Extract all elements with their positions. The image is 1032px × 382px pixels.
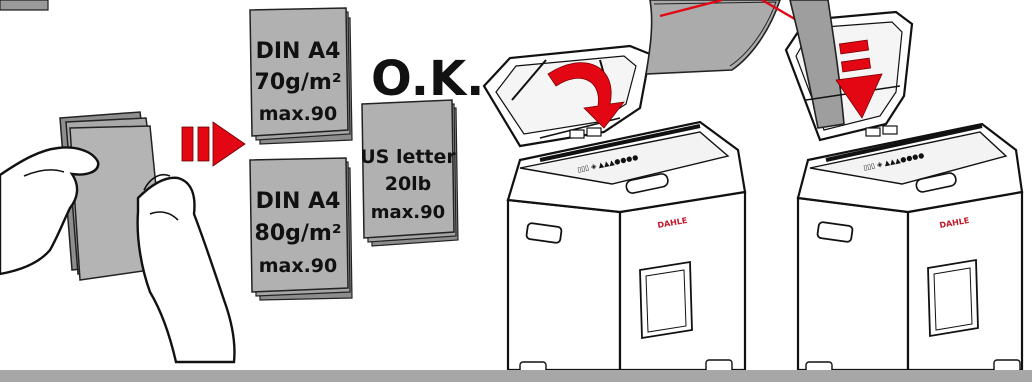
stack-1-line-1: DIN A4 [256,39,341,64]
stack-2-line-2: 80g/m² [255,221,342,246]
stack-3-line-2: 20lb [385,173,432,195]
stack-3-line-1: US letter [360,146,456,168]
feed-arrow-icon [182,122,245,166]
paper-stack-us-letter: US letter 20lb max.90 [360,100,458,246]
bottom-bar [0,370,1032,382]
stack-2-line-1: DIN A4 [256,189,341,214]
stack-2-line-3: max.90 [259,255,338,277]
falling-paper-icon [646,0,800,74]
ok-label: O.K. [371,51,484,107]
paper-stack-din-a4-80g: DIN A4 80g/m² max.90 [250,158,352,300]
stack-1-line-2: 70g/m² [255,70,342,95]
paper-stack-din-a4-70g: DIN A4 70g/m² max.90 [250,8,352,144]
stack-1-line-3: max.90 [259,103,338,125]
stack-3-line-3: max.90 [371,202,445,223]
shredder-insert-icon: ▯▯▯ ◈ ▲▲▲●●●● DAHLE [786,0,1022,372]
shredder-lid-open-icon: ▯▯▯ ◈ ▲▲▲●●●● DAHLE [484,46,745,372]
